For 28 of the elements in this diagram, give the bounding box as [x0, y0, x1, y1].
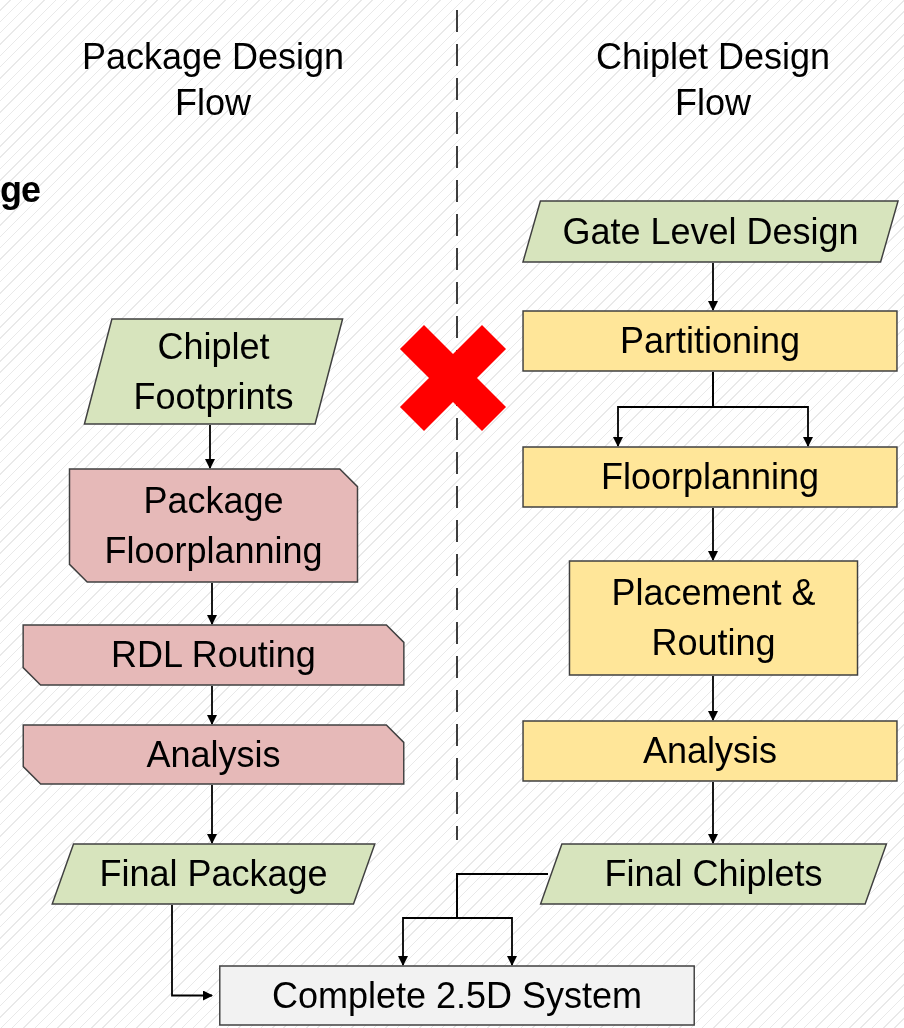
- node-label: Final Package: [98, 852, 329, 896]
- node-label: Partitioning: [618, 319, 802, 363]
- arrow: [205, 424, 215, 469]
- arrow: [207, 582, 217, 625]
- node-label: Gate Level Design: [561, 209, 860, 254]
- arrow: [207, 685, 217, 725]
- arrow: [708, 675, 718, 721]
- arrow: [708, 262, 718, 311]
- arrow: [171, 904, 213, 1001]
- arrow: [207, 784, 217, 844]
- node-label: Floorplanning: [599, 455, 821, 499]
- process-box: [567, 560, 860, 676]
- node-label: RDL Routing: [110, 633, 317, 677]
- node-label: Complete 2.5D System: [270, 973, 644, 1018]
- arrow: [708, 507, 718, 561]
- node-label: Analysis: [641, 729, 779, 773]
- arrow: [708, 781, 718, 844]
- column-heading: Chiplet Design Flow: [594, 35, 832, 125]
- process-box: [67, 468, 360, 583]
- node-label: Analysis: [145, 732, 282, 777]
- arrow: [712, 371, 813, 447]
- node-label: Placement & Routing: [610, 571, 817, 665]
- cropped-heading: ge: [0, 168, 40, 212]
- io-parallelogram: [82, 318, 345, 425]
- node-label: Final Chiplets: [603, 852, 824, 896]
- node-label: Package Floorplanning: [103, 478, 324, 573]
- node-label: Chiplet Footprints: [132, 324, 295, 419]
- column-heading: Package Design Flow: [80, 35, 346, 125]
